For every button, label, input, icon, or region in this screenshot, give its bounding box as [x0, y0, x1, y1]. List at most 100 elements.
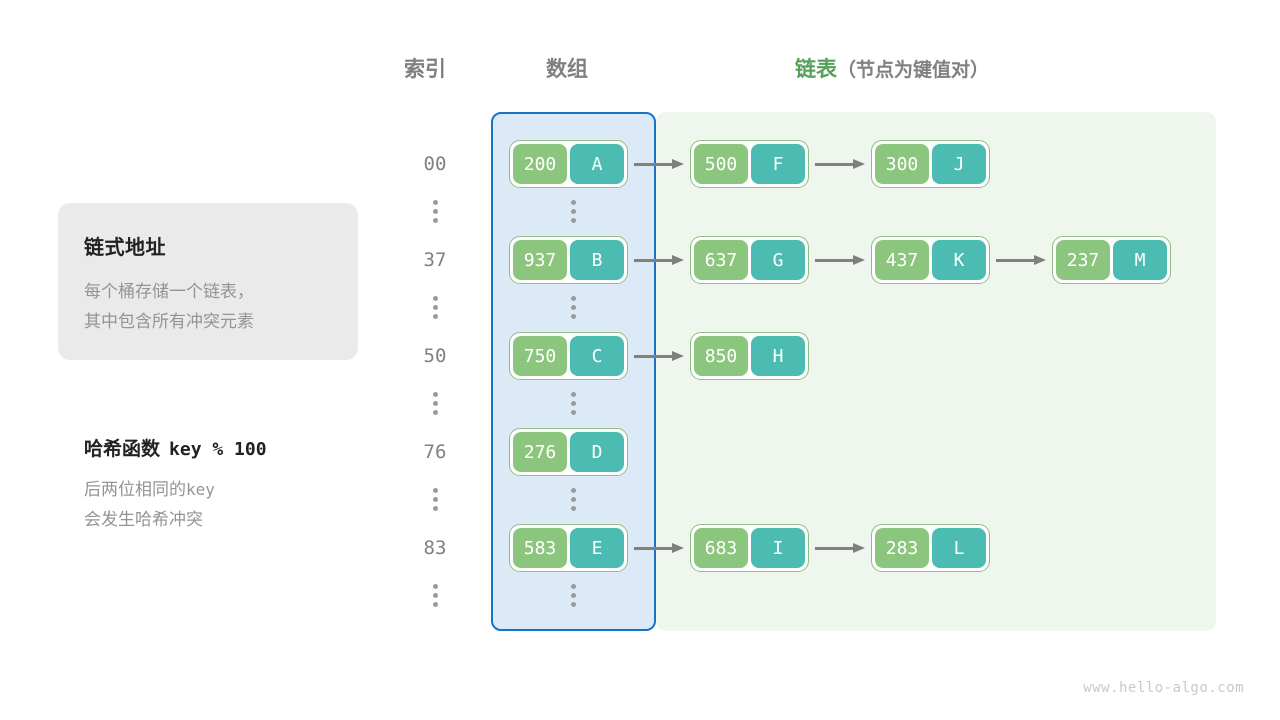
- hash-function-note: 哈希函数 key % 100 后两位相同的key 会发生哈希冲突: [84, 434, 384, 535]
- ellipsis-dot: [570, 296, 576, 301]
- info-card-line-2: 其中包含所有冲突元素: [84, 312, 254, 331]
- pair-value: K: [932, 240, 986, 280]
- pair-value: L: [932, 528, 986, 568]
- pair-key: 500: [694, 144, 748, 184]
- ellipsis-dot: [432, 602, 438, 607]
- pair-value: E: [570, 528, 624, 568]
- hash-note-line-2: 会发生哈希冲突: [84, 510, 203, 529]
- ellipsis-dots: [569, 488, 577, 511]
- hash-function-body: 后两位相同的key 会发生哈希冲突: [84, 475, 384, 535]
- column-header-linkedlist-text: 链表: [795, 58, 837, 81]
- ellipsis-row: [0, 0, 1280, 223]
- pair-key: 276: [513, 432, 567, 472]
- ellipsis-dot: [432, 392, 438, 397]
- bucket-index-label: 37: [423, 249, 447, 271]
- next-pointer-arrow-icon: [628, 543, 690, 553]
- ellipsis-row: [0, 0, 1280, 511]
- ellipsis-dot: [432, 218, 438, 223]
- ellipsis-dot: [432, 314, 438, 319]
- ellipsis-dot: [432, 497, 438, 502]
- pair-key: 237: [1056, 240, 1110, 280]
- info-card-line-1: 每个桶存储一个链表，: [84, 282, 254, 301]
- pair-value: F: [751, 144, 805, 184]
- ellipsis-dots: [569, 584, 577, 607]
- ellipsis-dot: [432, 305, 438, 310]
- hash-note-line-1-prefix: 后两位相同的: [84, 480, 186, 499]
- ellipsis-dot: [570, 392, 576, 397]
- bucket-index-label: 76: [423, 441, 447, 463]
- info-card: 链式地址 每个桶存储一个链表， 其中包含所有冲突元素: [58, 203, 358, 360]
- ellipsis-dot: [432, 209, 438, 214]
- bucket-index-label: 50: [423, 345, 447, 367]
- next-pointer-arrow-icon: [628, 255, 690, 265]
- ellipsis-dot: [570, 497, 576, 502]
- pair-key: 937: [513, 240, 567, 280]
- ellipsis-dot: [570, 305, 576, 310]
- next-pointer-arrow-icon: [809, 255, 871, 265]
- column-header-index: 索引: [404, 58, 446, 81]
- ellipsis-dot: [432, 506, 438, 511]
- info-card-title: 链式地址: [84, 237, 166, 259]
- ellipsis-row: [0, 0, 1280, 319]
- pair-value: M: [1113, 240, 1167, 280]
- column-header-linkedlist-subtext: （节点为键值对）: [837, 60, 990, 81]
- pair-value: J: [932, 144, 986, 184]
- pair-value: C: [570, 336, 624, 376]
- ellipsis-dots: [431, 296, 439, 319]
- pair-value: A: [570, 144, 624, 184]
- pair-key: 200: [513, 144, 567, 184]
- info-card-body: 每个桶存储一个链表， 其中包含所有冲突元素: [84, 277, 358, 337]
- hash-function-label: 哈希函数: [84, 439, 161, 460]
- ellipsis-dot: [570, 218, 576, 223]
- ellipsis-dot: [432, 488, 438, 493]
- ellipsis-dot: [432, 593, 438, 598]
- column-header-array: 数组: [546, 58, 588, 81]
- ellipsis-dot: [570, 593, 576, 598]
- next-pointer-arrow-icon: [990, 255, 1052, 265]
- next-pointer-arrow-icon: [628, 351, 690, 361]
- pair-value: H: [751, 336, 805, 376]
- pair-key: 300: [875, 144, 929, 184]
- ellipsis-dots: [569, 392, 577, 415]
- pair-value: I: [751, 528, 805, 568]
- ellipsis-dot: [570, 314, 576, 319]
- ellipsis-dots: [431, 392, 439, 415]
- ellipsis-dots: [569, 200, 577, 223]
- hash-note-line-1: 后两位相同的key: [84, 475, 384, 505]
- hash-function-formula: key % 100: [169, 439, 267, 460]
- ellipsis-row: [0, 0, 1280, 415]
- next-pointer-arrow-icon: [628, 159, 690, 169]
- pair-value: G: [751, 240, 805, 280]
- ellipsis-dot: [432, 410, 438, 415]
- ellipsis-dots: [569, 296, 577, 319]
- ellipsis-dots: [431, 488, 439, 511]
- hash-function-title: 哈希函数 key % 100: [84, 434, 384, 461]
- pair-key: 750: [513, 336, 567, 376]
- pair-key: 637: [694, 240, 748, 280]
- ellipsis-dot: [432, 200, 438, 205]
- ellipsis-dot: [570, 209, 576, 214]
- ellipsis-dots: [431, 200, 439, 223]
- pair-key: 850: [694, 336, 748, 376]
- pair-value: D: [570, 432, 624, 472]
